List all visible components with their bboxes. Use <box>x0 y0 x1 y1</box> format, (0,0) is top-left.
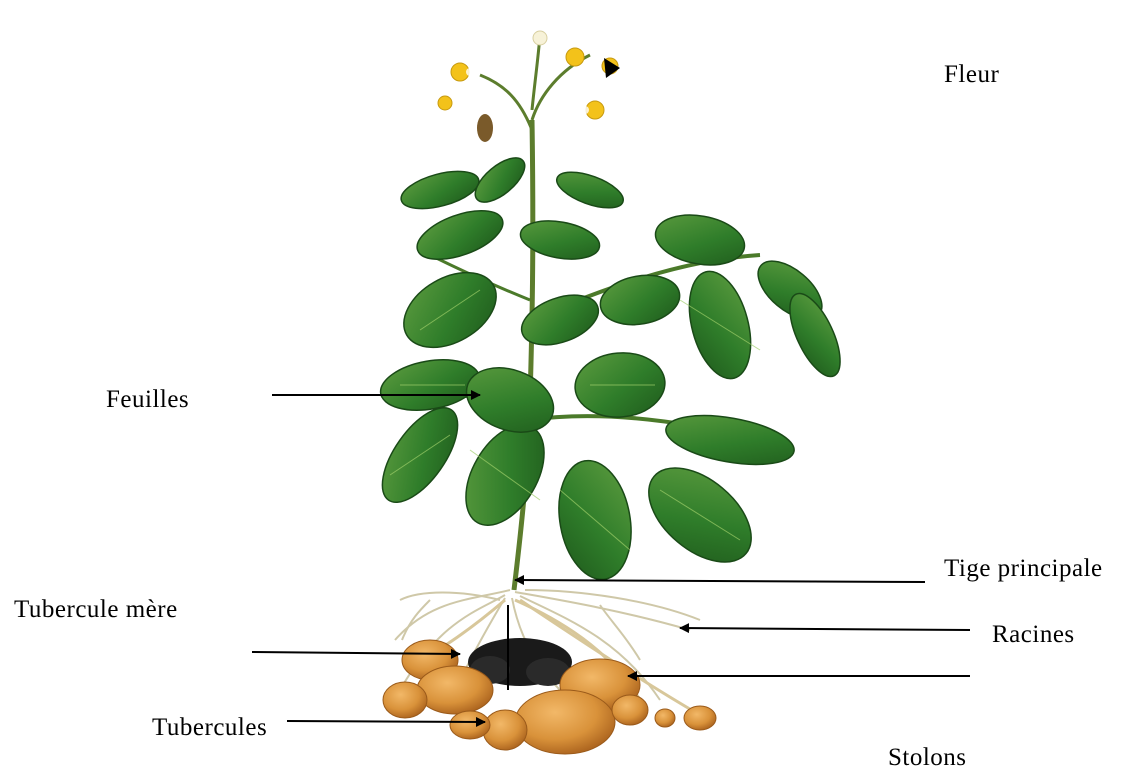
label-racines: Racines <box>992 622 1075 647</box>
main-stem <box>514 120 533 590</box>
arrow-tubercules <box>287 721 485 722</box>
label-tubercule-mere: Tubercule mère <box>14 597 178 622</box>
flowers <box>438 31 618 142</box>
label-feuilles: Feuilles <box>106 387 189 412</box>
arrow-racines <box>680 628 970 630</box>
label-stolons: Stolons <box>888 745 967 770</box>
leaves <box>368 150 850 585</box>
label-fleur: Fleur <box>944 62 999 87</box>
label-tubercules: Tubercules <box>152 715 267 740</box>
label-tige-principale: Tige principale <box>944 556 1103 581</box>
arrow-tige-principale <box>515 580 925 582</box>
